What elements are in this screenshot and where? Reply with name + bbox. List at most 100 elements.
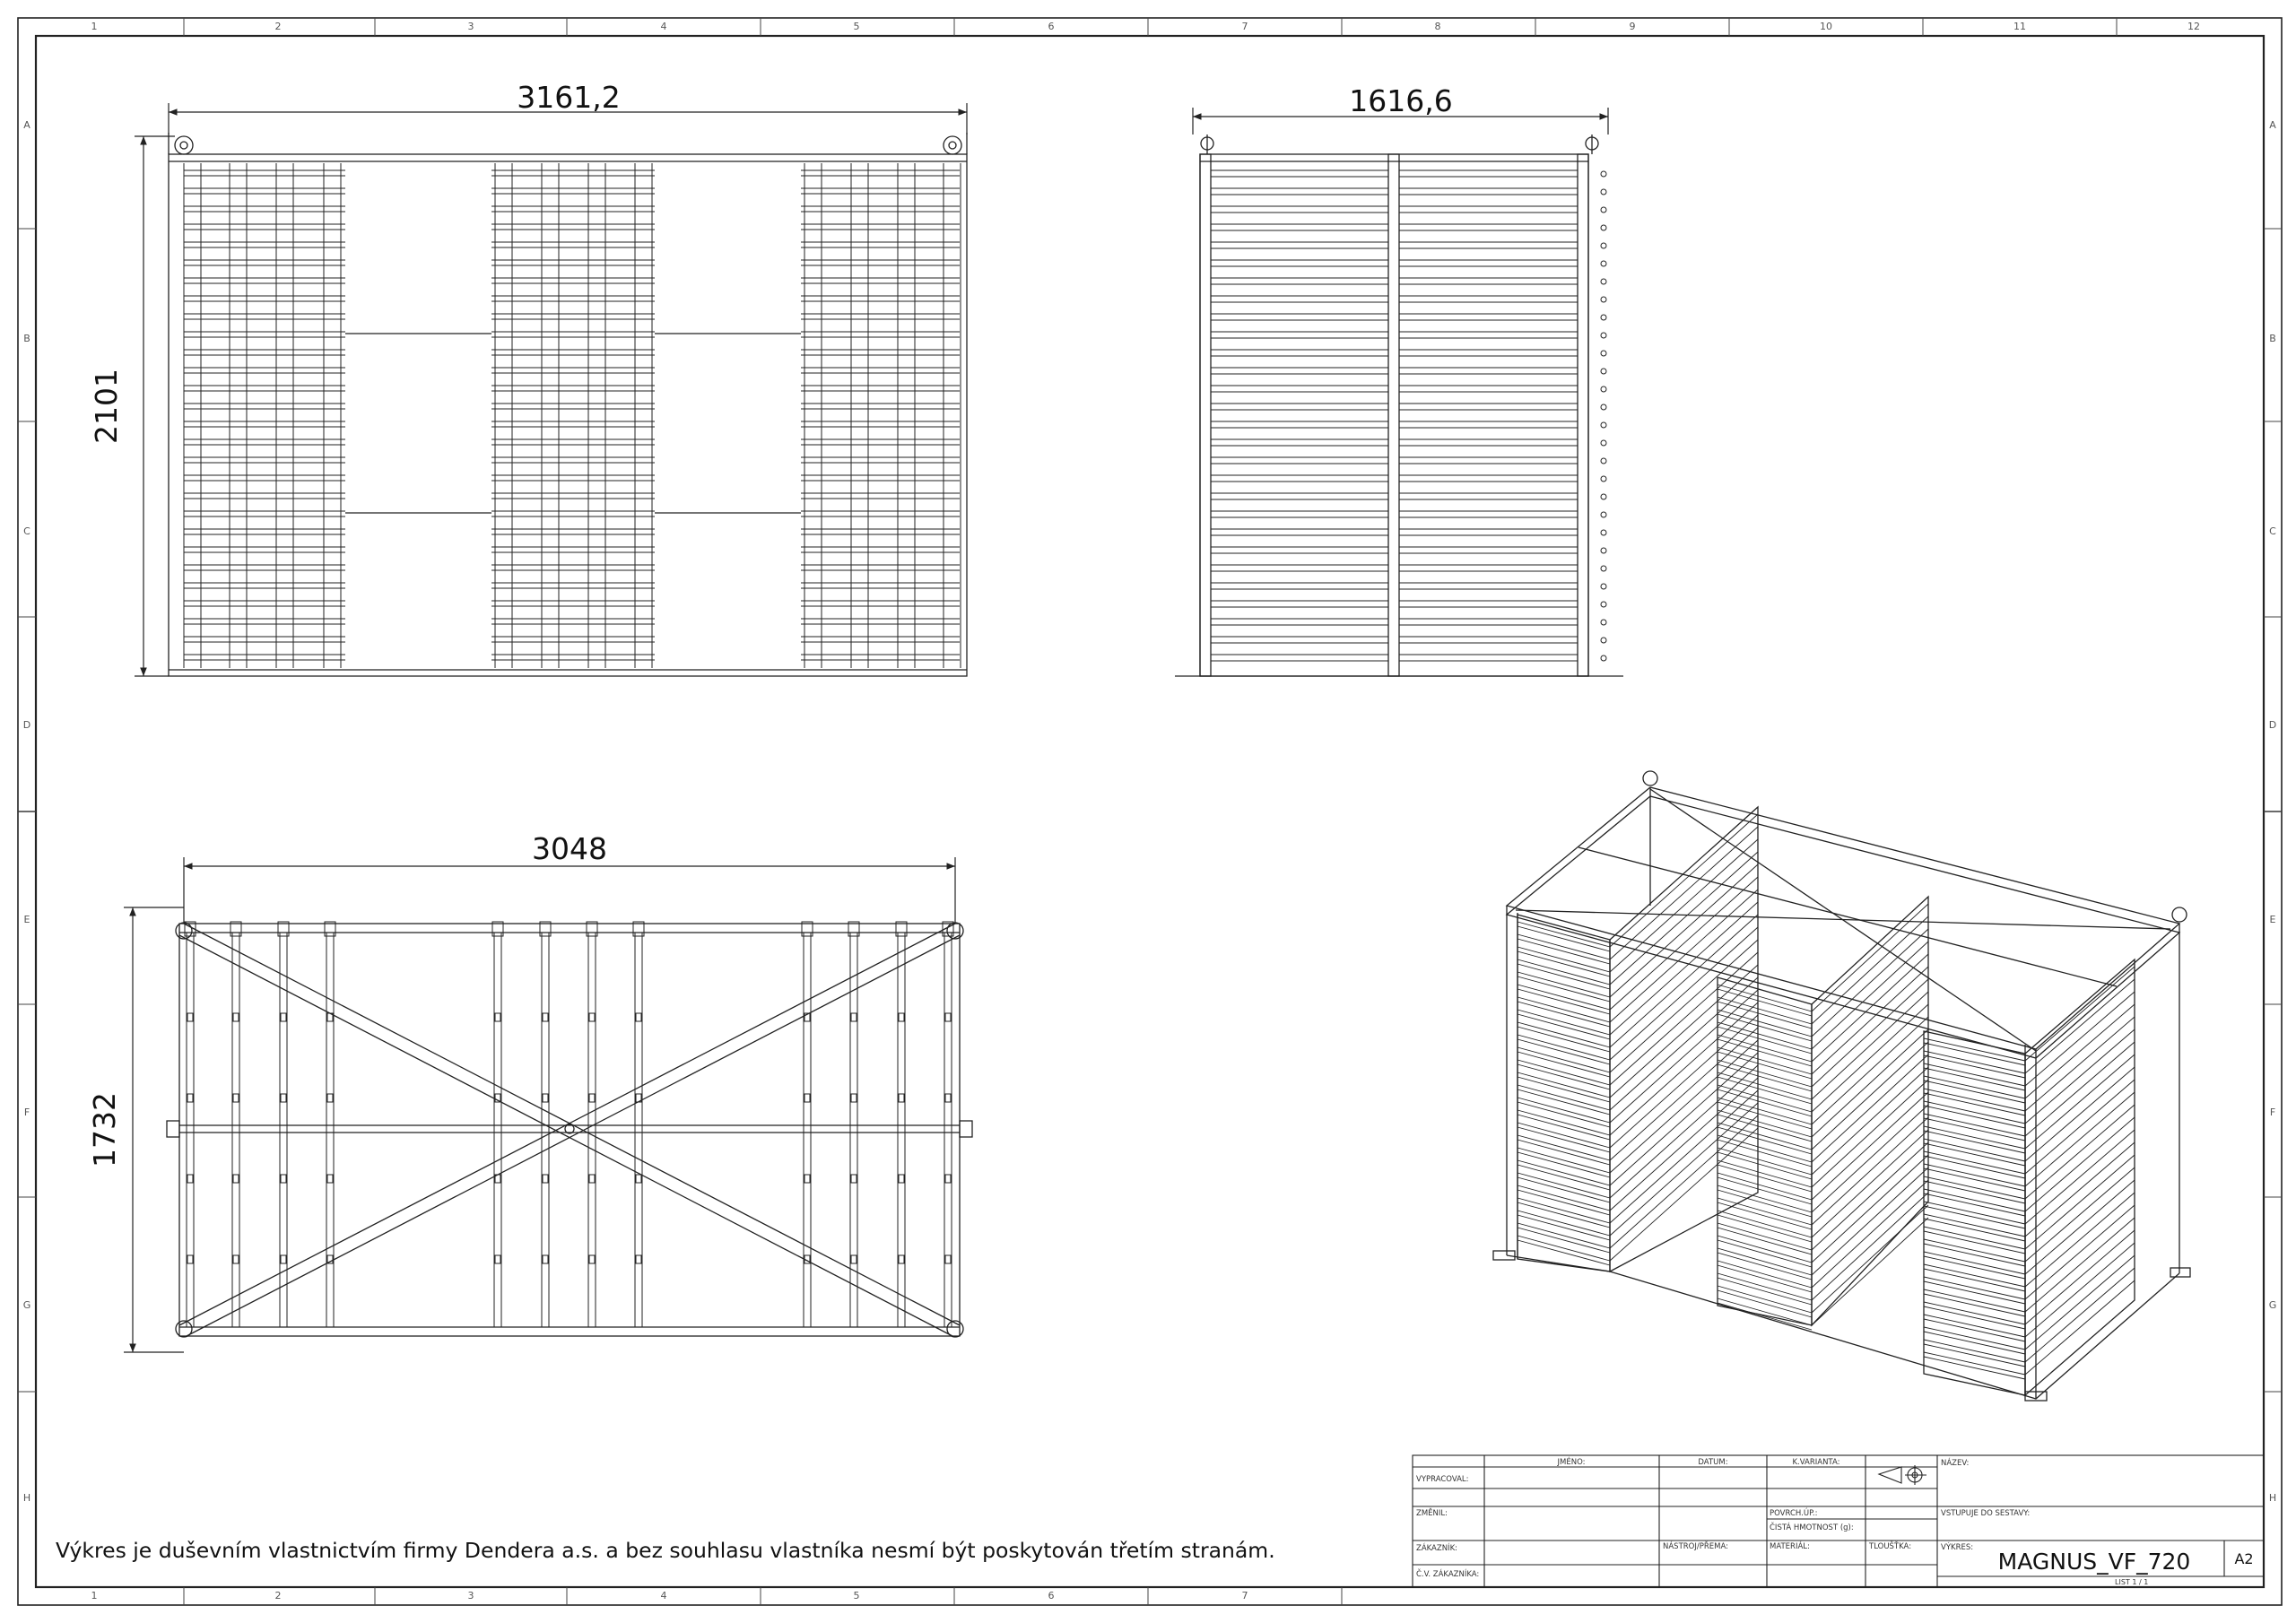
iso-back-slat: [1811, 941, 1929, 1050]
top-rail-clip: [850, 1093, 857, 1103]
iso-back-slat: [1609, 926, 1759, 1061]
zone-col-6: 6: [1048, 21, 1055, 32]
zone-row-e: E: [24, 914, 30, 925]
side-slat: [1210, 618, 1389, 626]
zone-row-c: C: [23, 525, 30, 537]
iso-back-slat: [1811, 991, 1929, 1100]
side-peg: [1600, 170, 1607, 178]
iso-front-slat: [1717, 1252, 1813, 1280]
iso-back-slat: [2024, 1242, 2135, 1338]
iso-front-slat: [1517, 925, 1611, 952]
iso-back-slat: [2024, 1091, 2135, 1187]
side-peg: [1600, 439, 1607, 447]
top-rail-cap: [230, 921, 242, 937]
iso-front-slat: [1717, 1101, 1813, 1130]
iso-back-slat: [1811, 1104, 1929, 1213]
iso-back-slat: [1609, 838, 1759, 973]
iso-front-slat: [1517, 1084, 1611, 1111]
zone-col-bottom-3: 3: [468, 1590, 474, 1601]
iso-front-slat: [1517, 1076, 1611, 1103]
side-slat: [1398, 421, 1578, 429]
top-rail-cap: [586, 921, 598, 937]
iso-front-slat: [1517, 1089, 1611, 1115]
top-view-rails: [184, 921, 954, 1327]
tb-jmeno: JMÉNO:: [1557, 1456, 1586, 1467]
iso-back-slat: [1609, 939, 1759, 1073]
side-peg: [1600, 655, 1607, 662]
iso-front-slat: [1517, 1197, 1611, 1224]
iso-back-slat: [2024, 1003, 2135, 1099]
zone-labels: 1 2 3 4 5 6 7 8 9 10 11 12 1 2 3 4 5 6 7…: [23, 21, 2277, 1601]
zone-row-g-right: G: [2269, 1299, 2277, 1311]
iso-front-slat: [1717, 1134, 1813, 1163]
iso-front-slat: [1923, 1067, 2026, 1091]
side-view-structure: [1175, 135, 1623, 677]
zone-row-b-right: B: [2269, 333, 2276, 344]
iso-back-slat: [1609, 1027, 1759, 1161]
side-peg: [1600, 224, 1607, 231]
top-view: 3048 1732: [87, 831, 973, 1353]
top-rail-clip: [898, 1012, 905, 1022]
iso-front-slat: [1717, 1151, 1813, 1180]
iso-front-slat: [1717, 1285, 1813, 1314]
iso-front-slat: [1923, 1255, 2026, 1280]
top-rail-cap: [539, 921, 552, 937]
side-slat: [1210, 564, 1389, 572]
side-slat: [1398, 277, 1578, 285]
iso-back-slat: [2024, 1192, 2135, 1288]
top-rail-clip: [850, 1254, 857, 1264]
side-slat: [1398, 313, 1578, 321]
iso-front-slat: [1717, 1034, 1813, 1063]
top-rail-clip: [588, 1174, 596, 1184]
top-rail-clip: [635, 1093, 642, 1103]
side-slat: [1210, 223, 1389, 231]
top-rail-cap: [324, 921, 336, 937]
iso-back-slat: [1609, 851, 1759, 985]
iso-front-slat: [1717, 1272, 1813, 1301]
top-rail-clip: [280, 1093, 287, 1103]
iso-back-slat: [2024, 1041, 2135, 1137]
iso-back-slat: [1811, 966, 1929, 1075]
side-peg: [1600, 637, 1607, 644]
tb-format: A2: [2234, 1550, 2253, 1567]
iso-back-slat: [1609, 976, 1759, 1111]
zone-col-bottom-1: 1: [91, 1590, 98, 1601]
iso-front-slat: [1717, 1147, 1813, 1176]
iso-back-slat: [1811, 953, 1929, 1063]
top-rail-cap: [184, 921, 196, 937]
iso-front-slat: [1517, 1185, 1611, 1211]
side-slat: [1210, 241, 1389, 249]
iso-back-slat: [2024, 1267, 2135, 1363]
iso-back-slat: [2024, 1028, 2135, 1124]
iso-front-slat: [1923, 1201, 2026, 1225]
side-slat: [1210, 367, 1389, 375]
iso-front-slat: [1517, 1147, 1611, 1174]
side-slat: [1398, 528, 1578, 536]
front-dimension-height: [135, 135, 175, 677]
zone-row-f-right: F: [2270, 1107, 2275, 1118]
iso-back-slat: [1811, 903, 1929, 1012]
iso-front-slat: [1717, 1009, 1813, 1037]
side-peg: [1600, 278, 1607, 285]
iso-front-slat: [1923, 1188, 2026, 1212]
iso-front-slat: [1717, 988, 1813, 1017]
iso-back-slat: [1811, 1066, 1929, 1176]
zone-row-a: A: [23, 119, 30, 131]
zone-col-7: 7: [1242, 21, 1248, 32]
tb-zmenil: ZMĚNIL:: [1416, 1507, 1448, 1518]
iso-front-slat: [1517, 1227, 1611, 1254]
top-rail-clip: [635, 1254, 642, 1264]
iso-front-slat: [1717, 1197, 1813, 1226]
iso-back-slat: [2024, 1016, 2135, 1112]
iso-back-slat: [1609, 1014, 1759, 1149]
top-rail-cap: [277, 921, 290, 937]
top-rail-clip: [944, 1254, 952, 1264]
top-rail-clip: [187, 1174, 194, 1184]
iso-front-slat: [1717, 1159, 1813, 1188]
iso-back-slat: [1811, 1003, 1929, 1113]
iso-back-slat: [1609, 1102, 1759, 1237]
iso-front-slat: [1517, 921, 1611, 948]
iso-back-slat: [2024, 1066, 2135, 1162]
top-rail-clip: [232, 1093, 239, 1103]
top-dimension-height: [124, 907, 184, 1353]
